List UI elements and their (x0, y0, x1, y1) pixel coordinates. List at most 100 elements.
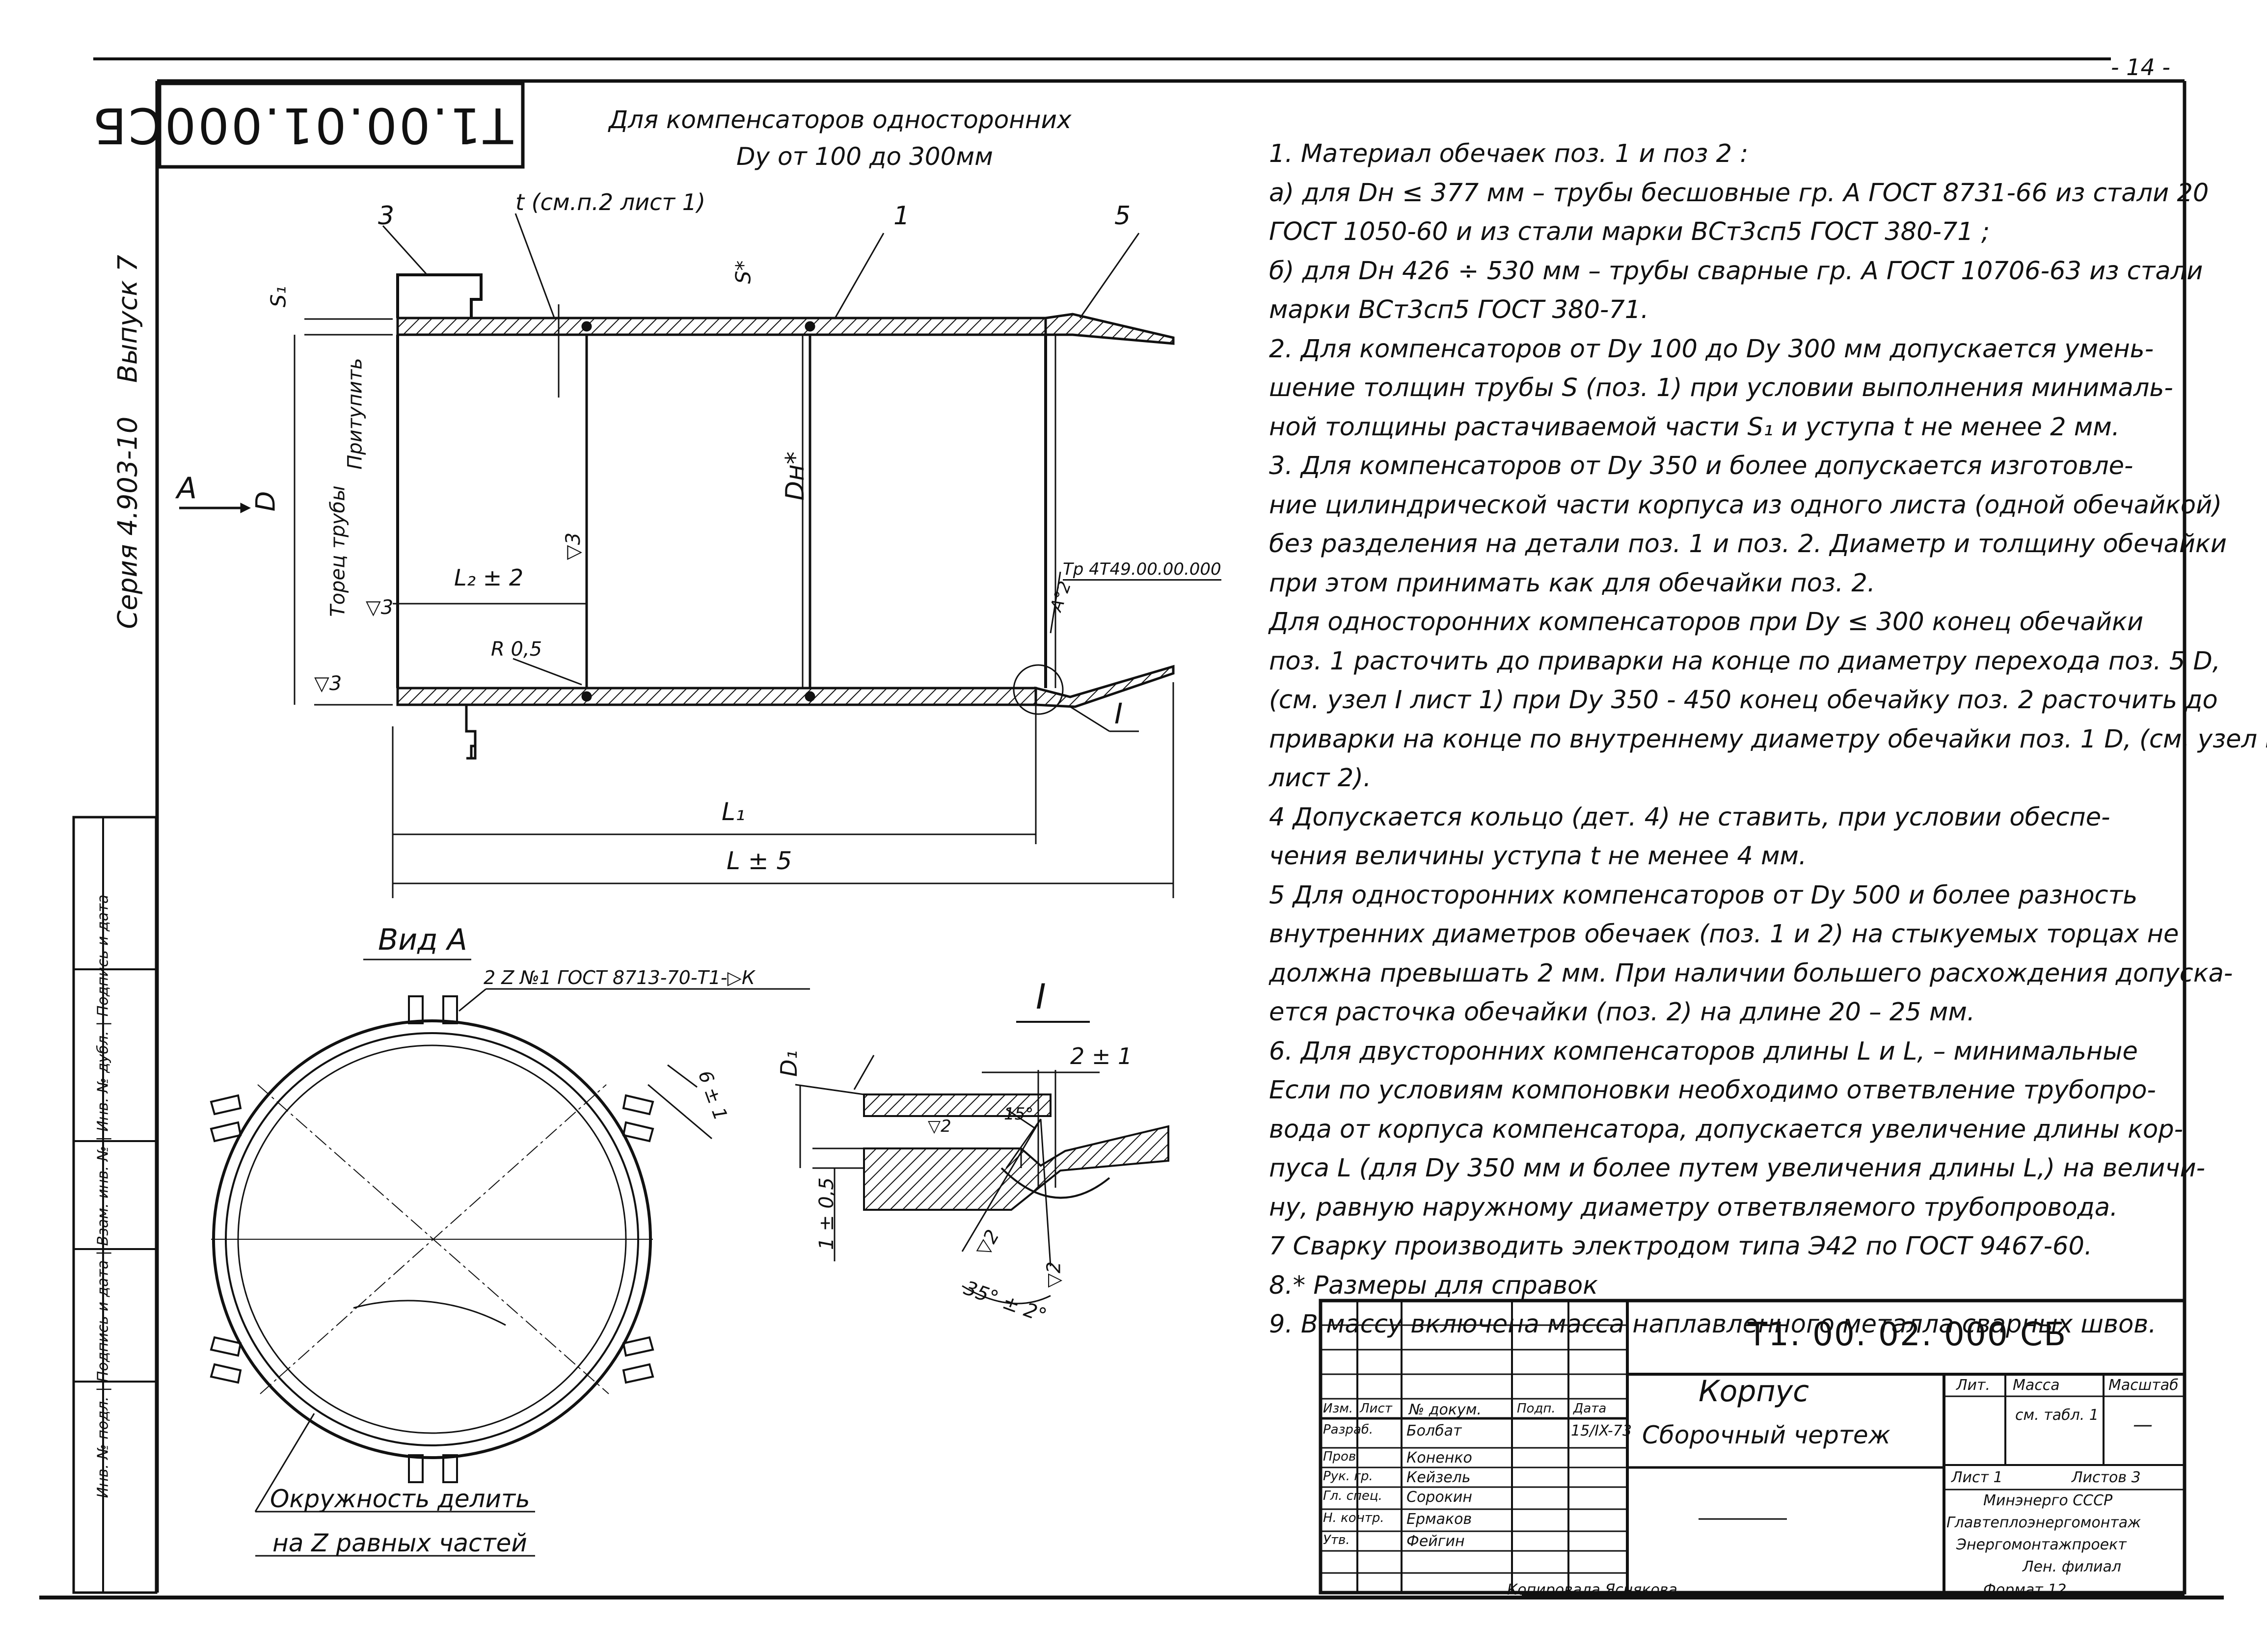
detail-i-v2: ▽2 (928, 1117, 951, 1136)
arrow-a-label: A (177, 471, 197, 506)
tb-role-role: Н. контр. (1323, 1511, 1384, 1525)
view-a-note-line2: на Z равных частей (272, 1529, 527, 1557)
title-block-code: Т1. 00. 02. 000 СБ (1747, 1315, 2067, 1353)
tb-role-name: Сорокин (1406, 1489, 1472, 1506)
note-line: ну, равную наружному диаметру ответвляем… (1269, 1193, 2118, 1222)
tb-org-2: Энергомонтажпроект (1956, 1536, 2127, 1553)
tb-role-name: Фейгин (1406, 1533, 1465, 1550)
note-line: лист 2). (1269, 764, 1372, 793)
title-block-name2: Сборочный чертеж (1642, 1421, 1890, 1449)
tp-ref-label: Тр 4Т49.00.00.000 (1063, 560, 1221, 581)
tb-org-3: Лен. филиал (2023, 1558, 2122, 1575)
note-line: 4 Допускается кольцо (дет. 4) не ставить… (1269, 802, 2110, 832)
body-section-view (179, 213, 1175, 898)
tb-role-name: Болбат (1406, 1422, 1462, 1439)
note-line: ется расточка обечайки (поз. 2) на длине… (1269, 998, 1975, 1027)
stamp-code: Т1.00.01.000СБ (91, 97, 513, 154)
tb-sheets: Листов 3 (2072, 1469, 2141, 1486)
note-line: ной толщины растачиваемой части S₁ и уст… (1269, 412, 2120, 442)
detail-i-d1: D₁ (775, 1050, 802, 1077)
tb-org-0: Минэнерго СССР (1983, 1492, 2113, 1509)
tb-head-3: Подп. (1517, 1401, 1556, 1416)
series-text: Серия 4.903-10 (112, 416, 143, 629)
note-line: 8.* Размеры для справок (1269, 1271, 1598, 1300)
view-a-note-line1: Окружность делить (270, 1485, 530, 1513)
pos-1-label: 1 (893, 201, 910, 231)
s1-label: S₁ (266, 286, 291, 308)
note-line: внутренних диаметров обечаек (поз. 1 и 2… (1269, 920, 2179, 949)
tb-role-date: 15/IX-73 (1571, 1422, 1632, 1439)
note-line: 7 Сварку производить электродом типа Э42… (1269, 1232, 2093, 1261)
tb-copied: Копировала Яснякова (1507, 1581, 1677, 1599)
view-a-weld-note: 2 Z №1 ГОСТ 8713-70-Т1-▷К (484, 967, 755, 988)
tb-role-role: Гл. спец. (1323, 1489, 1382, 1503)
torec-label: Торец трубы (326, 485, 350, 617)
title-block-name1: Корпус (1699, 1374, 1809, 1409)
view-a-drawing (210, 959, 810, 1557)
node-i-label: I (1114, 697, 1123, 730)
tb-role-name: Ермаков (1406, 1511, 1472, 1528)
tb-mass: Масса (2013, 1377, 2060, 1394)
dn-star-label: Dн* (781, 451, 810, 501)
note-line: марки ВСт3сп5 ГОСТ 380-71. (1269, 295, 1649, 324)
page-number: - 14 - (2111, 54, 2170, 80)
tb-format: Формат 12 (1983, 1581, 2067, 1599)
s-star-label: S* (731, 260, 756, 284)
tb-role-role: Пров. (1323, 1449, 1360, 1464)
series-label: Серия 4.903-10 Выпуск 7 (112, 255, 143, 629)
tb-org-1: Главтеплоэнергомонтаж (1946, 1514, 2141, 1531)
note-line: Если по условиям компоновки необходимо о… (1269, 1076, 2156, 1105)
detail-i-gap: 2 ± 1 (1070, 1043, 1133, 1069)
tb-scale-val: — (2133, 1413, 2153, 1436)
detail-i-angle: 15° (1004, 1104, 1034, 1124)
note-line: приварки на конце по внутреннему диаметр… (1269, 724, 2267, 754)
top-wall-hatch (396, 317, 1047, 336)
tb-role-name: Кейзель (1406, 1469, 1471, 1486)
detail-i-d2b: ▽2 (1043, 1261, 1065, 1288)
r05-label: R 0,5 (491, 638, 542, 661)
tb-role-role: Утв. (1323, 1533, 1350, 1547)
note-line: чения величины уступа t не менее 4 мм. (1269, 842, 1807, 871)
note-line: 6. Для двусторонних компенсаторов длины … (1269, 1037, 2138, 1066)
tb-head-0: Изм. (1323, 1401, 1353, 1416)
v3c-label: ▽3 (314, 672, 342, 695)
note-line: при этом принимать как для обечайки поз.… (1269, 568, 1876, 598)
note-line: вода от корпуса компенсатора, допускаетс… (1269, 1115, 2183, 1144)
note-line: шение толщин трубы S (поз. 1) при услови… (1269, 373, 2173, 402)
v3a-label: ▽3 (562, 532, 585, 560)
detail-i-title: I (1036, 977, 1046, 1017)
note-line: Для односторонних компенсаторов при Dу ≤… (1269, 608, 2144, 637)
pos-5-label: 5 (1114, 201, 1131, 231)
l-total-label: L ± 5 (727, 847, 792, 875)
detail-i-thick: 1 ± 0,5 (815, 1177, 838, 1251)
note-line: 3. Для компенсаторов от Dу 350 и более д… (1269, 452, 2133, 480)
cone-top-hatch (1044, 313, 1175, 345)
title-block-grid (1319, 1299, 2186, 1595)
note-line: 9. В массу включена масса наплавленного … (1269, 1310, 2157, 1339)
v3b-label: ▽3 (366, 596, 394, 619)
note-line: а) для Dн ≤ 377 мм – трубы бесшовные гр.… (1269, 178, 2209, 208)
sheet-frame (39, 57, 2224, 1599)
tb-scale: Масштаб (2108, 1377, 2179, 1394)
tb-mass-val: см. табл. 1 (2015, 1407, 2099, 1424)
tb-role-name: Коненко (1406, 1449, 1472, 1466)
note-line: 1. Материал обечаек поз. 1 и поз 2 : (1269, 139, 1749, 168)
note-line: ние цилиндрической части корпуса из одно… (1269, 490, 2222, 520)
note-line: пуса L (для Dу 350 мм и более путем увел… (1269, 1154, 2206, 1183)
tb-sheet: Лист 1 (1951, 1469, 2003, 1486)
issue-text: Выпуск 7 (112, 255, 143, 383)
side-strip-label: Инв. № подл. | Подпись и дата | Взам. ин… (94, 894, 112, 1498)
tb-lit: Лит. (1956, 1377, 1991, 1394)
heading-line2: Dу от 100 до 300мм (736, 142, 993, 171)
note-line: (см. узел I лист 1) при Dу 350 - 450 кон… (1269, 686, 2218, 715)
note-line: 2. Для компенсаторов от Dу 100 до Dу 300… (1269, 334, 2154, 364)
note-line: 5 Для односторонних компенсаторов от Dу … (1269, 880, 2138, 910)
note-line: поз. 1 расточить до приварки на конце по… (1269, 646, 2220, 676)
note-line: без разделения на детали поз. 1 и поз. 2… (1269, 530, 2227, 559)
d-label: D (250, 491, 281, 512)
tb-role-role: Разраб. (1323, 1422, 1374, 1437)
pritupit-label: Притупить (344, 358, 367, 470)
tb-head-1: Лист (1360, 1401, 1392, 1416)
detail-i-drawing (795, 1021, 1169, 1305)
